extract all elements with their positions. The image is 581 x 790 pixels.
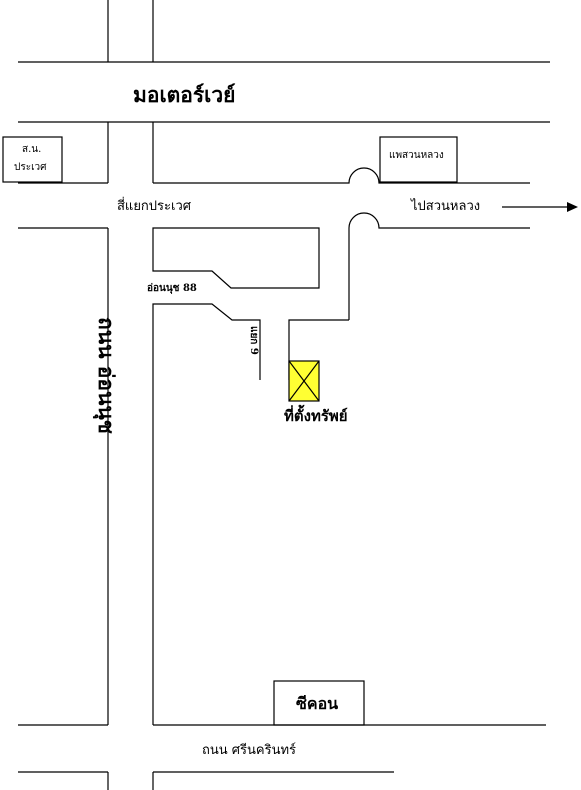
main-road-label: ถนน อ่อนนุช: [94, 317, 119, 434]
srinakarin-road-label: ถนน ศรีนครินทร์: [202, 743, 297, 758]
prawet-road-edge-bottom: [348, 212, 530, 320]
police-station-label-line2: ประเวศ: [14, 162, 47, 173]
soi-on-nut-88-label: อ่อนนุช 88: [147, 283, 197, 294]
police-station-label-line1: ส.น.: [22, 144, 42, 155]
motorway-label: มอเตอร์เวย์: [133, 82, 236, 107]
to-suan-luang-label: ไปสวนหลวง: [411, 199, 481, 214]
intersection-label: สี่แยกประเวศ: [117, 199, 192, 214]
seacon-label: ซีคอน: [296, 694, 339, 713]
soi-on-nut-88: [152, 303, 261, 725]
right-arrow-head: [567, 202, 578, 212]
prawet-road-edge-top: [153, 167, 530, 184]
property-label: ที่ตั้งทรัพย์: [284, 407, 348, 425]
pae-suan-luang-box: [379, 136, 458, 183]
soi-branch-label: แยก 9: [248, 326, 259, 355]
marker-cross-b: [288, 360, 320, 402]
on-nut-road-right-upper: [152, 227, 320, 289]
police-station-box: [2, 136, 63, 183]
soi-branch-9: [288, 319, 349, 380]
pae-suan-luang-label: แพสวนหลวง: [389, 150, 444, 161]
